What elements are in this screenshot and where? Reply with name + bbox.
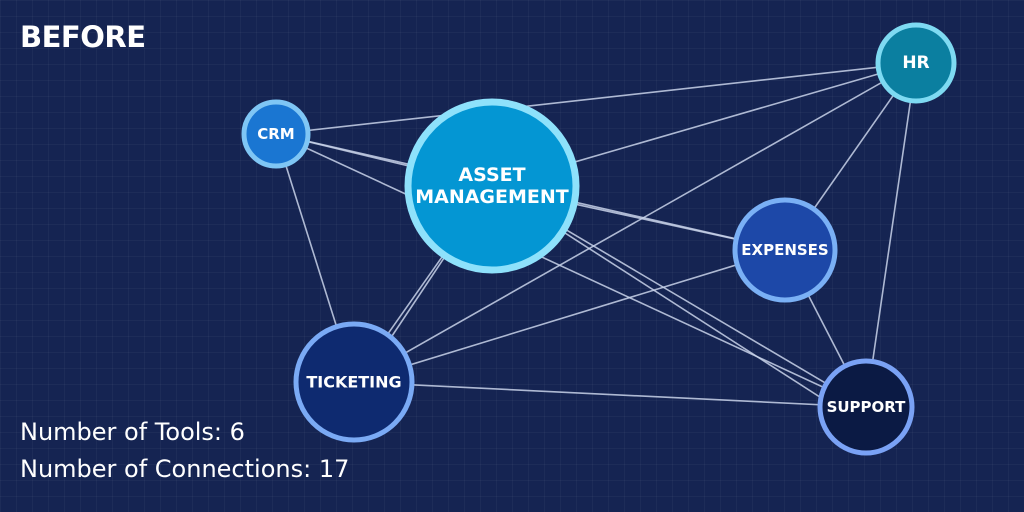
tool-circle-ticketing: [293, 321, 415, 443]
tool-count: Number of Tools: 6: [20, 418, 245, 446]
connection-ticketing-support: [353, 381, 867, 408]
tool-node-ticketing: TICKETING: [293, 321, 415, 443]
tool-label-asset: ASSET: [458, 164, 525, 186]
tool-node-hr: HR: [875, 22, 957, 104]
tool-circle-hr: [875, 22, 957, 104]
diagram-title: BEFORE: [20, 20, 146, 54]
tool-circle-support: [817, 358, 915, 456]
tool-node-crm: CRM: [241, 99, 311, 169]
tool-label-expenses: EXPENSES: [741, 241, 828, 259]
tool-label-support: SUPPORT: [827, 398, 907, 416]
tool-label-asset: MANAGEMENT: [415, 186, 569, 208]
tool-label-hr: HR: [902, 53, 929, 73]
connection-hr-ticketing: [353, 62, 917, 383]
tool-circle-asset: [404, 98, 580, 274]
tool-label-crm: CRM: [257, 125, 295, 143]
tool-circle-crm: [241, 99, 311, 169]
tool-node-expenses: EXPENSES: [732, 197, 838, 303]
tool-node-support: SUPPORT: [817, 358, 915, 456]
connection-hr-support: [865, 62, 917, 408]
tool-label-ticketing: TICKETING: [306, 373, 401, 392]
connection-crm-hr: [275, 62, 917, 135]
connection-count: Number of Connections: 17: [20, 455, 350, 483]
connection-expenses-ticketing: [353, 249, 786, 383]
tool-circle-expenses: [732, 197, 838, 303]
connection-crm-support: [275, 133, 867, 408]
